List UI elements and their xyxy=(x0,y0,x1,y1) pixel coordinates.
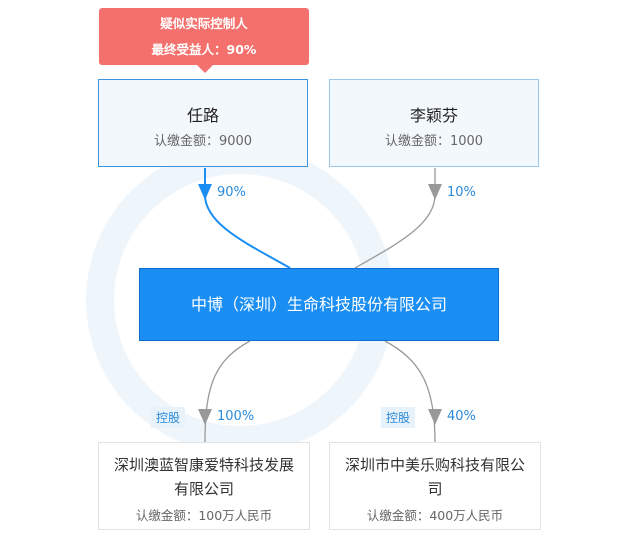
percent-sub2: 40% xyxy=(447,409,476,424)
holding-tag: 控股 xyxy=(151,407,186,428)
shareholder-amount: 认缴金额：1000 xyxy=(384,134,484,149)
shareholder-name: 李颖芬 xyxy=(409,106,458,125)
investment-amount: 认缴金额：400万人民币 xyxy=(366,508,504,523)
edge-sub2 xyxy=(384,340,436,443)
company-node[interactable]: 中博（深圳）生命科技股份有限公司 xyxy=(139,268,499,341)
investment-node-2[interactable]: 深圳市中美乐购科技有限公司 认缴金额：400万人民币 xyxy=(329,442,541,530)
investment-amount: 认缴金额：100万人民币 xyxy=(135,508,273,523)
percent-renlu: 90% xyxy=(217,185,246,200)
edge-renlu xyxy=(204,168,291,269)
arrow-sub2-icon xyxy=(428,409,442,425)
investment-node-1[interactable]: 深圳澳蓝智康爱特科技发展有限公司 认缴金额：100万人民币 xyxy=(98,442,310,530)
arrow-sub1-icon xyxy=(198,409,212,425)
edge-liyingfen xyxy=(354,168,436,269)
arrow-renlu-icon xyxy=(198,184,212,200)
actual-controller-badge: 疑似实际控制人 最终受益人：90% xyxy=(99,8,309,65)
shareholder-amount: 认缴金额：9000 xyxy=(153,134,253,149)
investment-name: 深圳澳蓝智康爱特科技发展有限公司 xyxy=(113,456,294,498)
investment-name: 深圳市中美乐购科技有限公司 xyxy=(344,456,525,498)
arrow-liyingfen-icon xyxy=(428,184,442,200)
edge-sub1 xyxy=(204,340,251,443)
percent-sub1: 100% xyxy=(217,409,255,424)
percent-liyingfen: 10% xyxy=(447,185,476,200)
badge-beneficiary: 最终受益人：90% xyxy=(151,42,257,57)
badge-title: 疑似实际控制人 xyxy=(160,16,248,31)
shareholder-node-liyingfen[interactable]: 李颖芬 认缴金额：1000 xyxy=(329,79,539,167)
holding-tag: 控股 xyxy=(381,407,416,428)
shareholder-node-renlu[interactable]: 任路 认缴金额：9000 xyxy=(98,79,308,167)
badge-pointer xyxy=(197,65,213,73)
shareholder-name: 任路 xyxy=(186,106,219,125)
